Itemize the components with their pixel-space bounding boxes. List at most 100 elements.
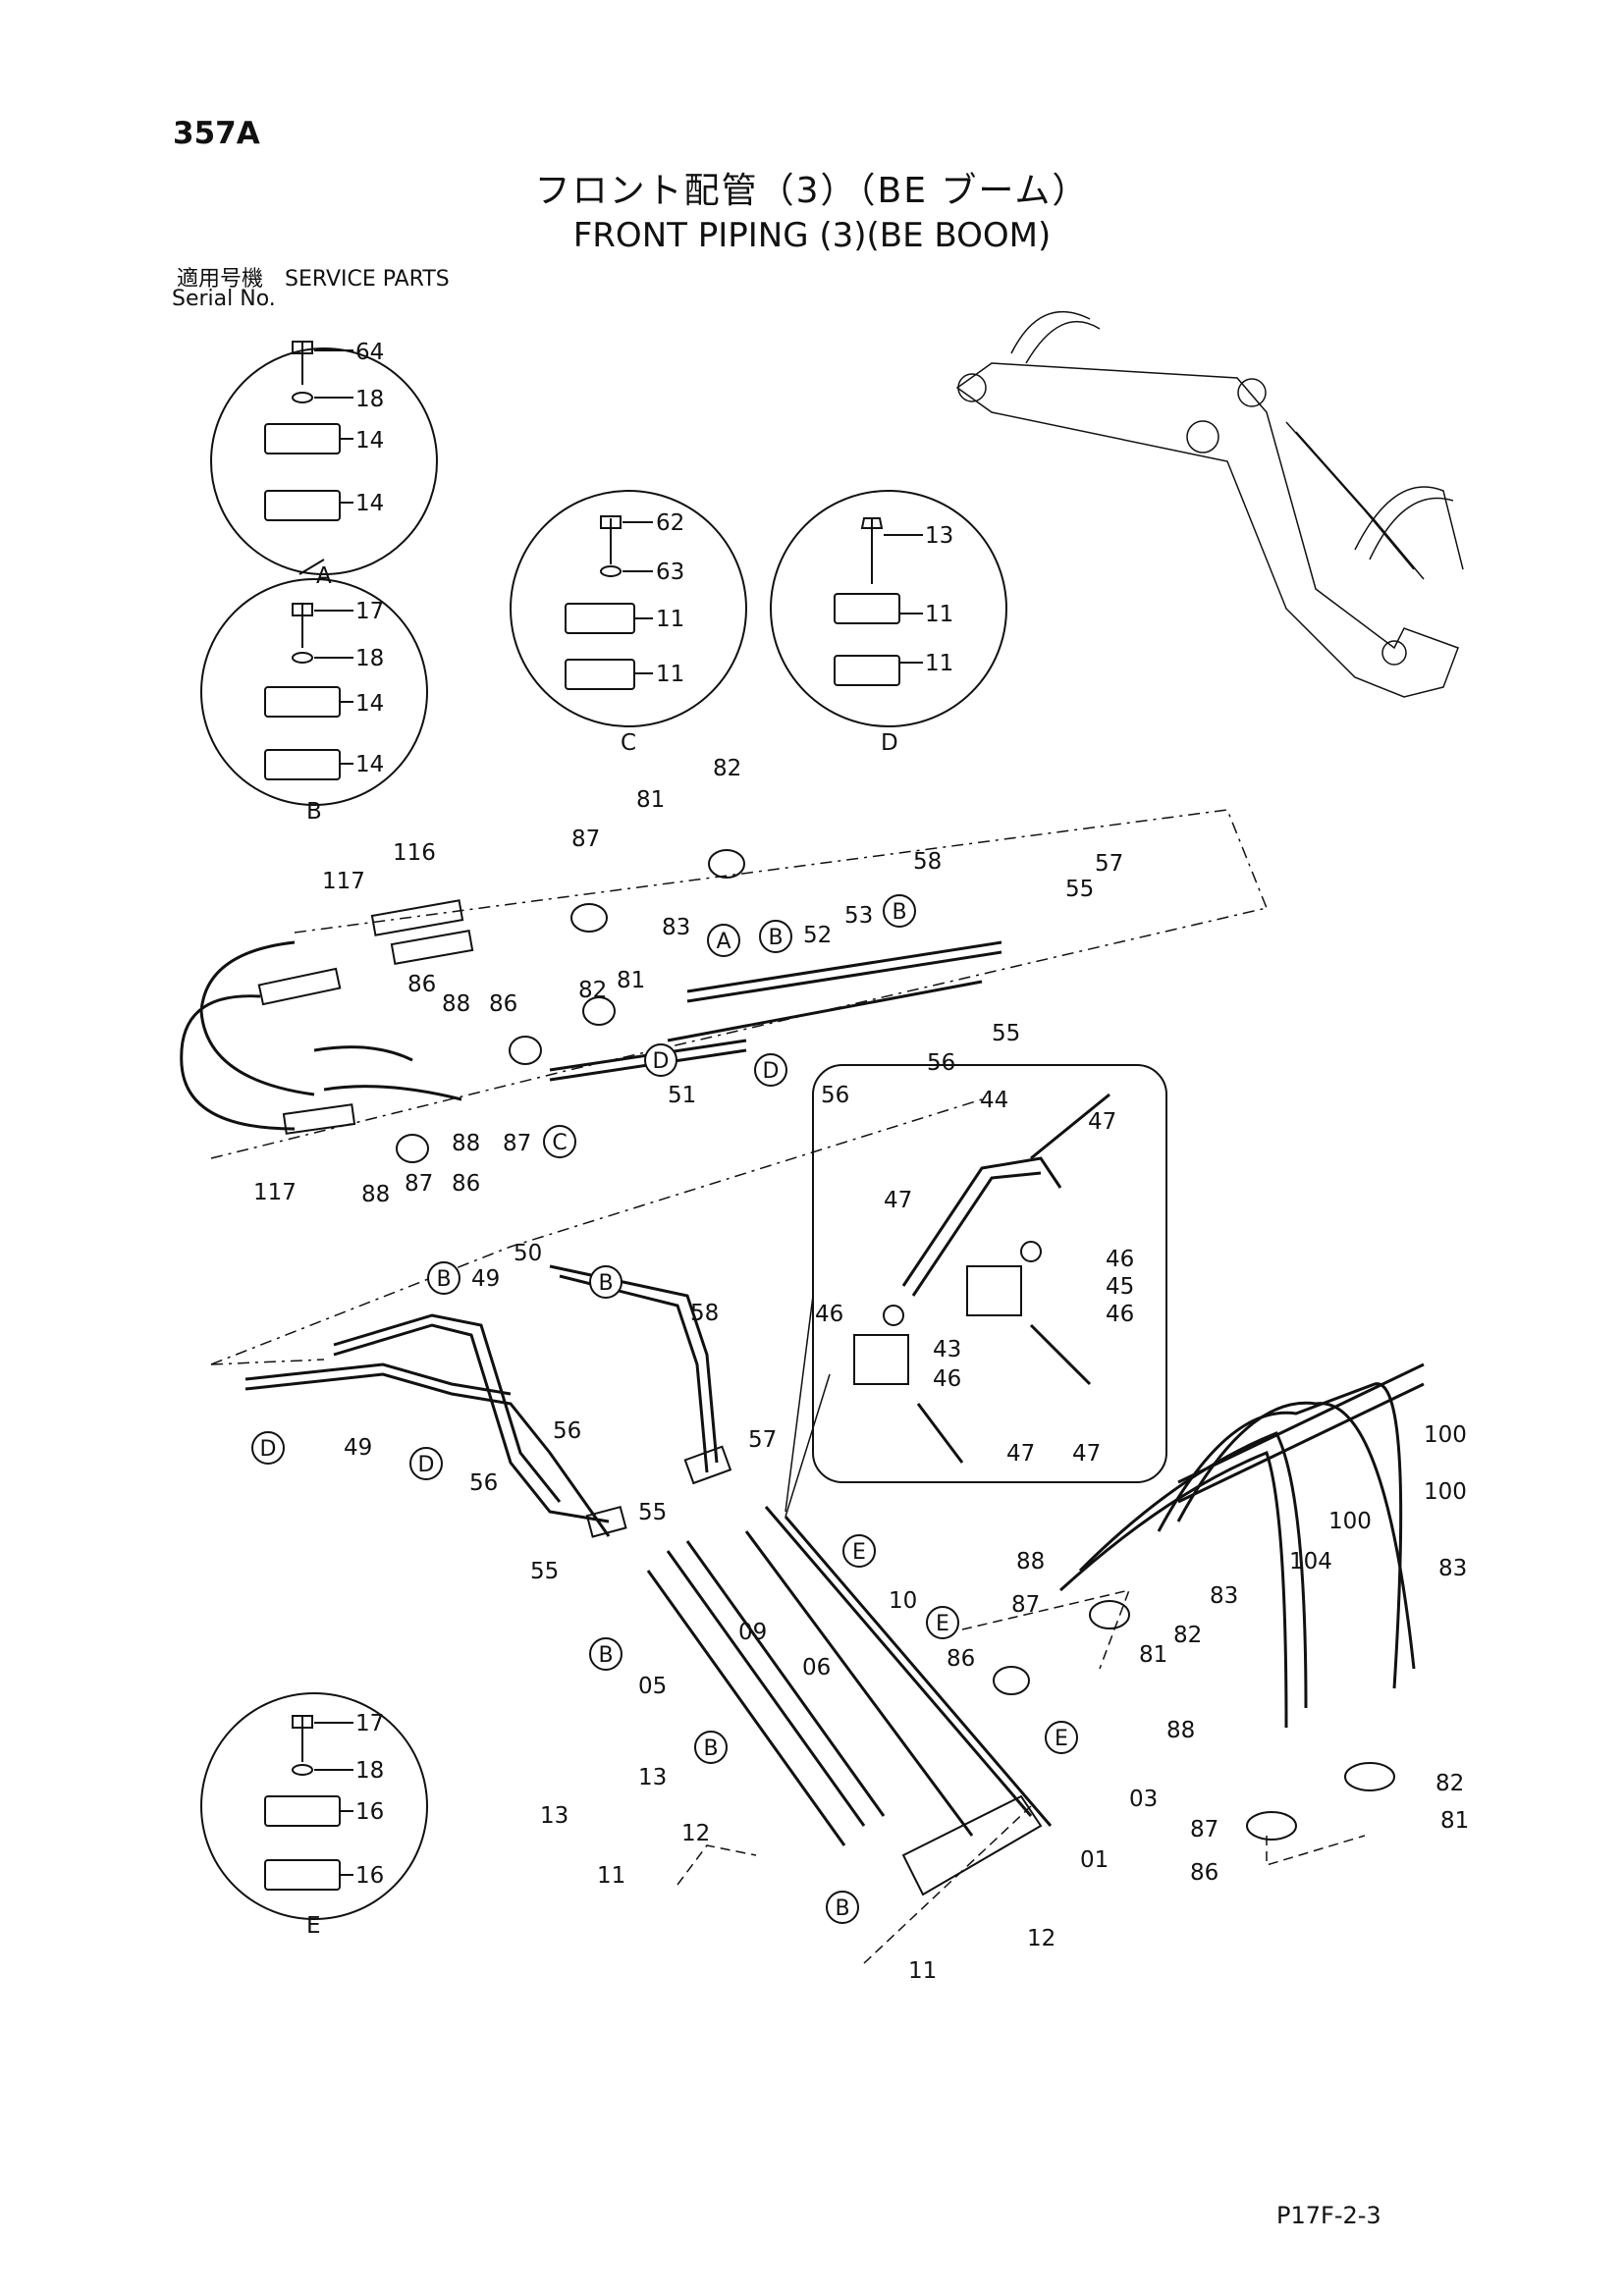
lower-part-label: 104: [1289, 1549, 1332, 1575]
upper-part-label: 81: [636, 787, 665, 813]
middle-reference-circle: D: [409, 1447, 443, 1480]
lower-part-label: 09: [738, 1620, 767, 1645]
upper-assembly: [180, 809, 1268, 1163]
svg-text:B: B: [598, 1271, 613, 1296]
upper-part-label: 87: [503, 1131, 531, 1156]
lower-part-label: 82: [1173, 1623, 1202, 1648]
lower-part-label: 01: [1080, 1847, 1109, 1873]
inset-part-label: 46: [815, 1302, 843, 1327]
upper-part-label: 88: [452, 1131, 480, 1156]
inset-part-label: 47: [1072, 1441, 1101, 1467]
detail-a: [210, 341, 438, 575]
inset-part-label: 47: [1006, 1441, 1035, 1467]
svg-text:D: D: [763, 1059, 780, 1084]
detail-d-part-label: 11: [925, 651, 953, 676]
inset-part-label: 47: [1088, 1109, 1116, 1135]
serial-label-english: Serial No.: [172, 287, 276, 311]
detail-e-part-label: 17: [355, 1711, 384, 1736]
upper-reference-circle: B: [883, 894, 916, 928]
middle-part-label: 49: [344, 1435, 372, 1461]
svg-text:E: E: [1055, 1727, 1068, 1751]
upper-part-label: 82: [578, 978, 607, 1003]
detail-c-part-label: 62: [656, 510, 684, 536]
lower-part-label: 87: [1011, 1592, 1040, 1618]
lower-part-label: 06: [802, 1655, 831, 1681]
inset-part-label: 45: [1106, 1274, 1134, 1300]
lower-part-label: 12: [681, 1821, 710, 1846]
upper-reference-circle: C: [543, 1125, 576, 1158]
page-number: 357A: [173, 116, 260, 151]
detail-c-part-label: 11: [656, 662, 684, 687]
detail-c-part-label: 63: [656, 560, 684, 585]
lower-part-label: 88: [1166, 1718, 1195, 1743]
upper-reference-circle: A: [707, 924, 740, 957]
upper-reference-circle: B: [759, 920, 792, 953]
upper-part-label: 88: [442, 991, 470, 1017]
middle-part-label: 56: [553, 1418, 581, 1444]
svg-text:B: B: [768, 926, 783, 950]
middle-part-label: 49: [471, 1266, 500, 1292]
upper-reference-circle: D: [644, 1043, 677, 1077]
detail-b: [200, 578, 428, 806]
detail-b-part-label: 14: [355, 752, 384, 777]
lower-part-label: 87: [1190, 1817, 1218, 1842]
detail-a-part-label: 64: [355, 340, 384, 365]
middle-part-label: 55: [530, 1559, 559, 1584]
title-english: FRONT PIPING (3)(BE BOOM): [572, 216, 1052, 255]
boom-illustration: [955, 310, 1464, 698]
lower-part-label: 11: [597, 1863, 625, 1889]
upper-part-label: 55: [1065, 877, 1094, 902]
detail-d-part-label: 11: [925, 602, 953, 627]
inset-part-label: 43: [933, 1337, 961, 1362]
middle-part-label: 56: [469, 1470, 498, 1496]
detail-b-letter: B: [306, 799, 322, 825]
middle-part-label: 50: [514, 1241, 542, 1266]
lower-part-label: 83: [1210, 1583, 1238, 1609]
upper-part-label: 57: [1095, 851, 1123, 877]
title-japanese: フロント配管（3）（BE ブーム）: [534, 171, 1090, 211]
lower-part-label: 86: [947, 1646, 975, 1672]
upper-part-label: 87: [571, 827, 600, 852]
detail-c: [510, 490, 747, 727]
lower-reference-circle: B: [826, 1891, 859, 1924]
lower-part-label: 88: [1016, 1549, 1045, 1575]
upper-part-label: 86: [407, 972, 436, 997]
detail-e-part-label: 16: [355, 1863, 384, 1889]
lower-part-label: 13: [540, 1803, 568, 1829]
inset-part-label: 46: [1106, 1302, 1134, 1327]
detail-c-letter: C: [621, 730, 636, 756]
upper-part-label: 56: [927, 1050, 955, 1076]
detail-b-part-label: 18: [355, 646, 384, 671]
svg-text:D: D: [260, 1437, 277, 1462]
detail-e-part-label: 18: [355, 1758, 384, 1784]
upper-part-label: 56: [821, 1083, 849, 1108]
svg-text:B: B: [892, 900, 906, 925]
lower-reference-circle: B: [589, 1637, 623, 1671]
lower-reference-circle: E: [926, 1606, 959, 1639]
upper-part-label: 116: [393, 840, 436, 866]
lower-assembly: [646, 1362, 1425, 1964]
upper-part-label: 53: [844, 903, 873, 929]
middle-part-label: 55: [638, 1500, 667, 1525]
lower-part-label: 100: [1424, 1422, 1467, 1448]
lower-part-label: 86: [1190, 1860, 1218, 1886]
middle-reference-circle: D: [251, 1431, 285, 1465]
detail-b-part-label: 14: [355, 691, 384, 717]
detail-b-part-label: 17: [355, 599, 384, 624]
upper-part-label: 51: [668, 1083, 696, 1108]
upper-part-label: 58: [913, 849, 942, 875]
middle-assembly: [210, 1098, 983, 1538]
lower-part-label: 03: [1129, 1787, 1158, 1812]
upper-part-label: 86: [489, 991, 517, 1017]
detail-e-letter: E: [306, 1913, 321, 1939]
inset-part-label: 46: [933, 1366, 961, 1392]
middle-part-label: 57: [748, 1427, 777, 1453]
svg-text:B: B: [703, 1736, 718, 1761]
upper-part-label: 117: [253, 1180, 297, 1205]
detail-e-part-label: 16: [355, 1799, 384, 1825]
middle-reference-circle: B: [589, 1265, 623, 1299]
svg-text:B: B: [436, 1267, 451, 1292]
svg-text:A: A: [716, 930, 731, 954]
upper-part-label: 86: [452, 1171, 480, 1197]
